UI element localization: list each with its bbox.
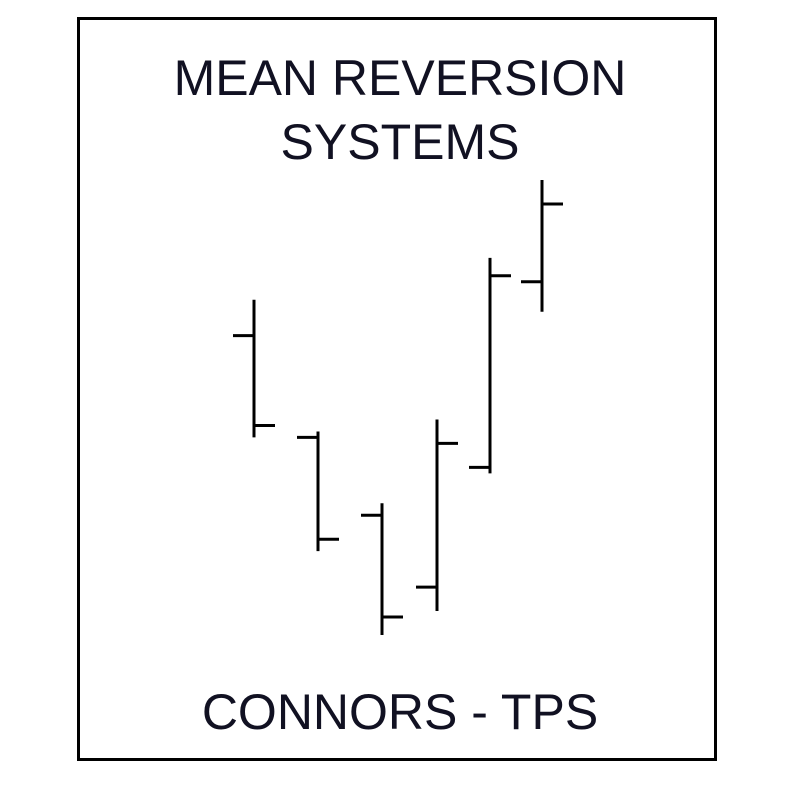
footer-text: CONNORS - TPS (201, 684, 599, 740)
title-line-1: MEAN REVERSION (173, 50, 627, 106)
title-line-2: SYSTEMS (280, 114, 520, 170)
cover-frame (77, 17, 717, 761)
